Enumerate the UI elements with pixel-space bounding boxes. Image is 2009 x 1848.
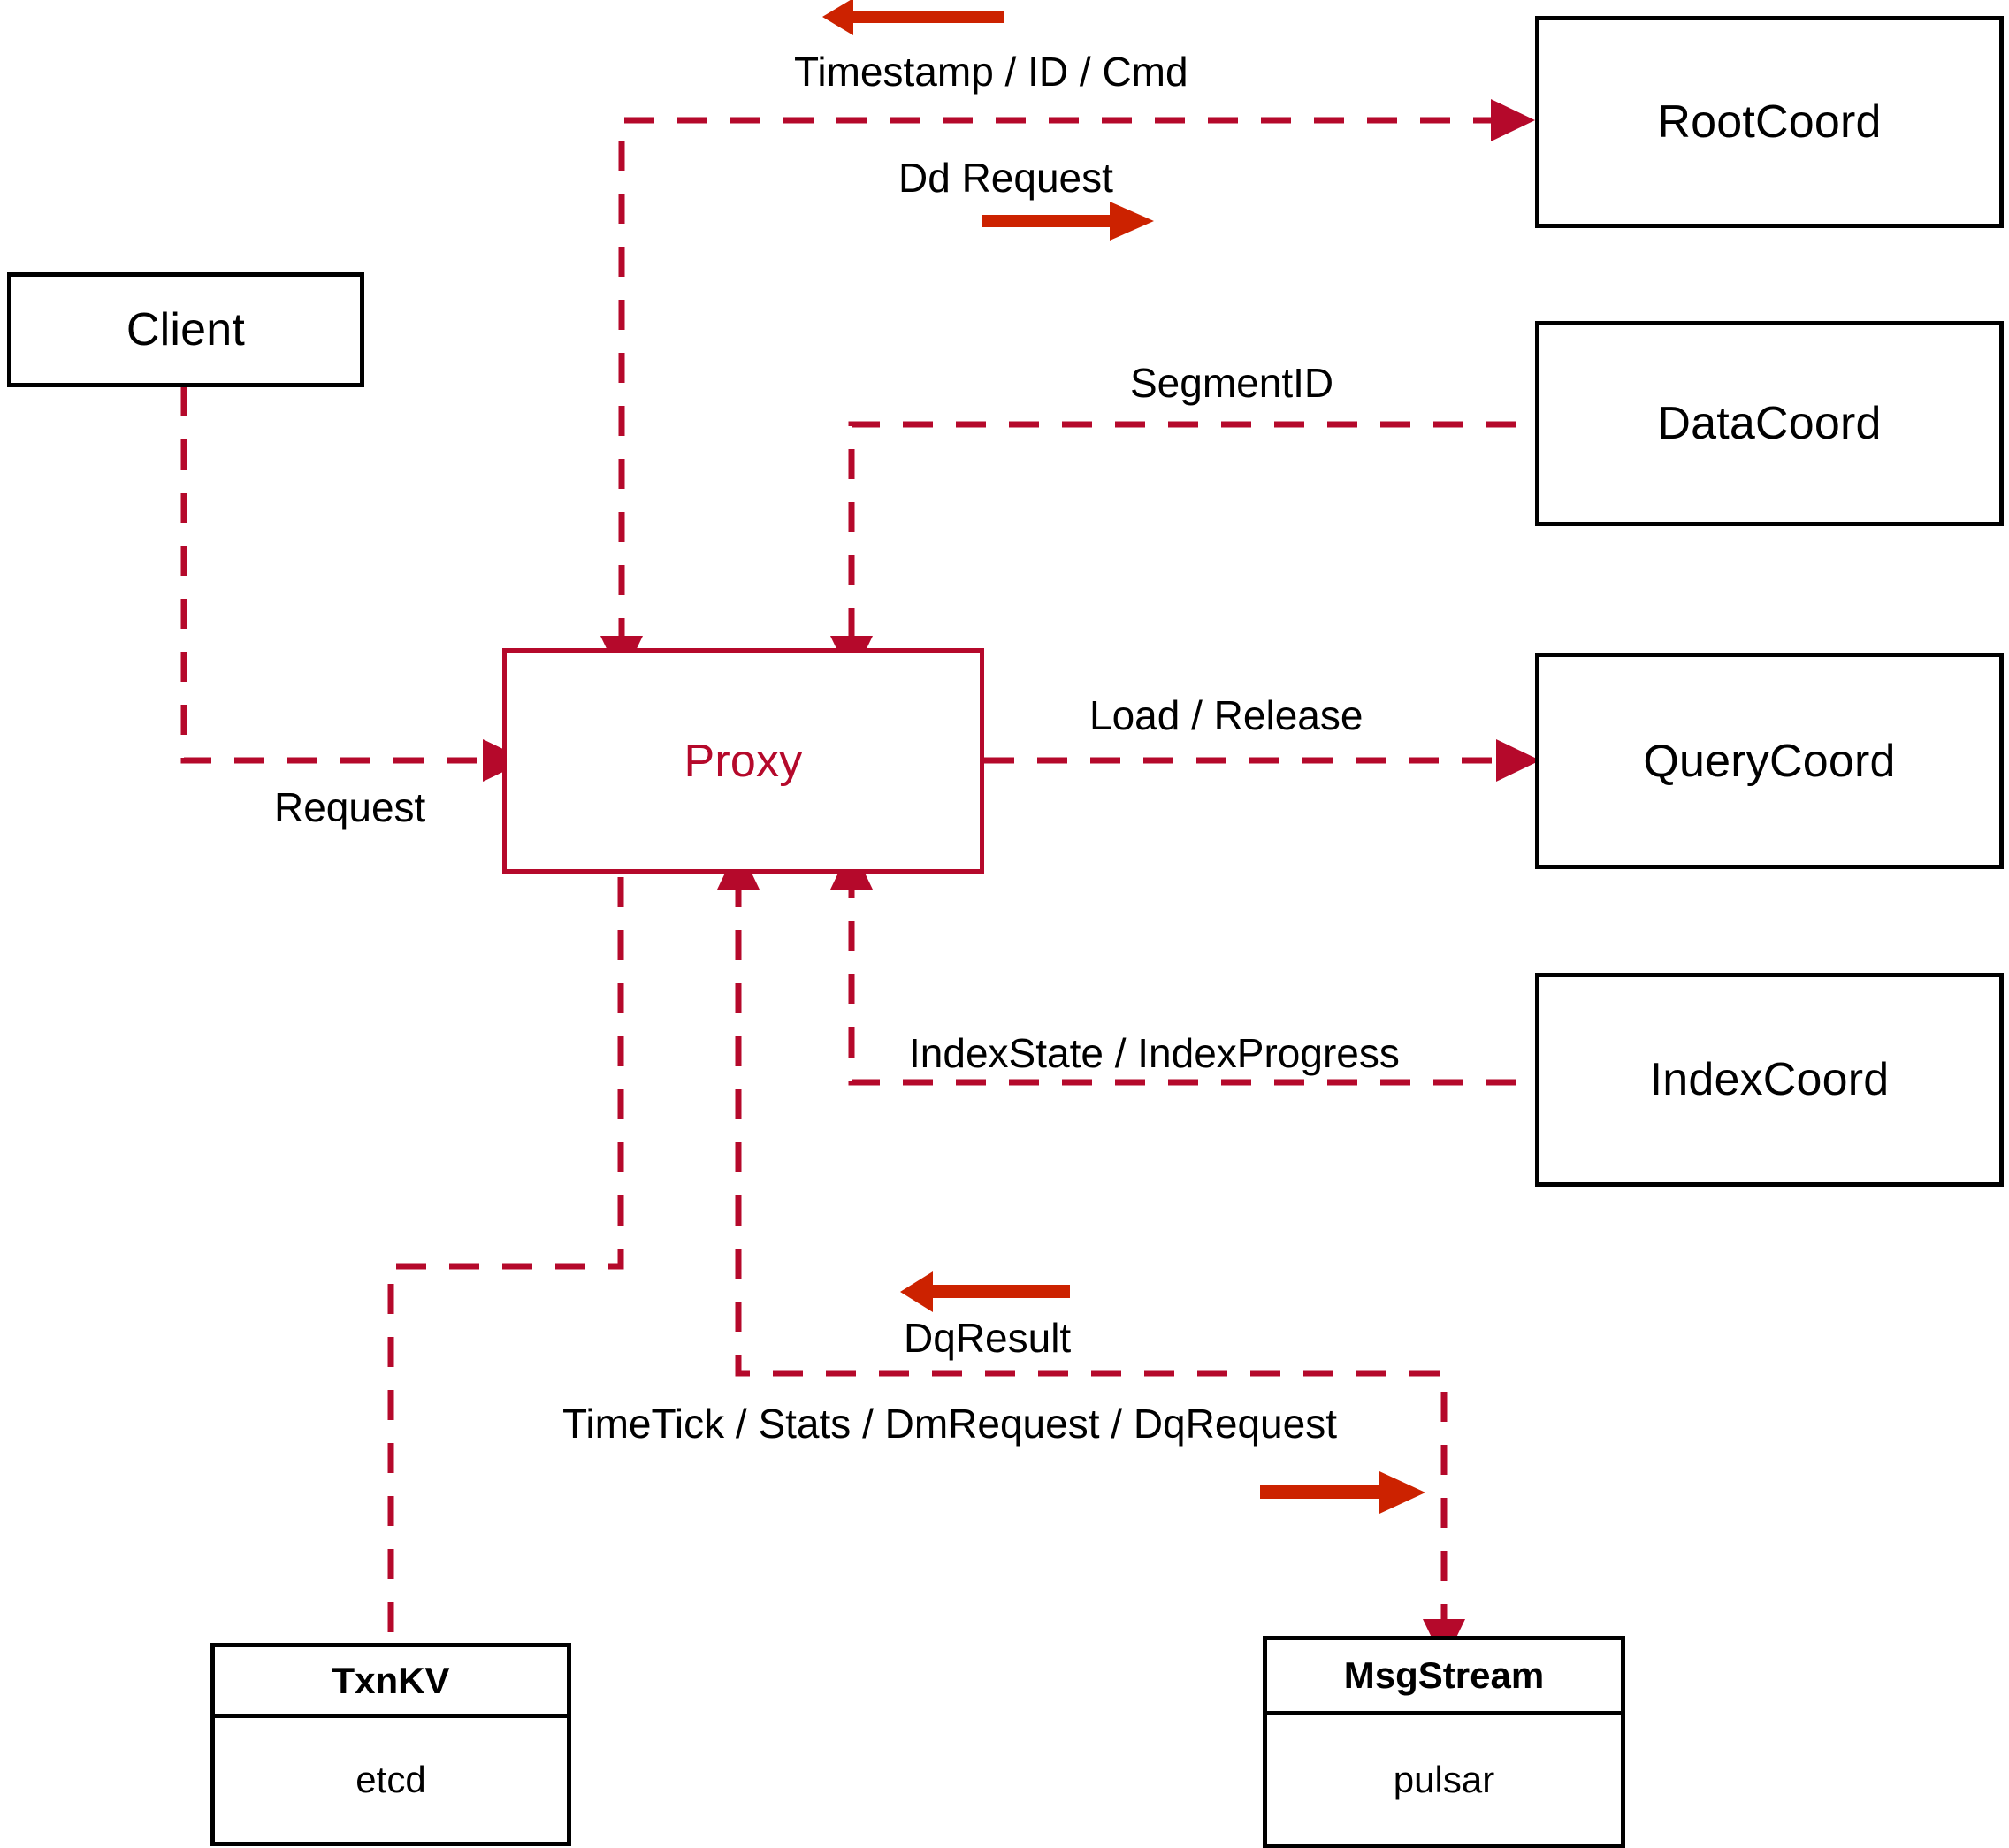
edge-label-index-state-progress: IndexState / IndexProgress: [909, 1030, 1400, 1076]
edge-proxy-msgstream: [717, 845, 1465, 1663]
edge-proxy-txnkv: [387, 877, 624, 1645]
bold-arrow-left-dqresult: [900, 1271, 1070, 1312]
edge-client-to-proxy: [180, 386, 527, 782]
node-rootcoord-label: RootCoord: [1657, 96, 1882, 148]
bold-arrow-left-timestamp: [822, 0, 1004, 35]
node-indexcoord[interactable]: IndexCoord: [1535, 973, 2004, 1187]
node-datacoord-label: DataCoord: [1657, 398, 1882, 449]
node-txnkv[interactable]: TxnKV etcd: [210, 1643, 571, 1846]
node-client-label: Client: [126, 304, 246, 355]
node-txnkv-impl: etcd: [355, 1759, 426, 1800]
edge-datacoord-to-proxy: [830, 421, 1516, 680]
node-msgstream[interactable]: MsgStream pulsar: [1263, 1636, 1625, 1848]
node-querycoord[interactable]: QueryCoord: [1535, 653, 2004, 869]
edge-label-timetick-stats: TimeTick / Stats / DmRequest / DqRequest: [562, 1401, 1337, 1447]
node-indexcoord-label: IndexCoord: [1649, 1054, 1890, 1105]
node-datacoord[interactable]: DataCoord: [1535, 321, 2004, 526]
edge-label-request: Request: [274, 784, 426, 830]
edge-proxy-querycoord: [984, 739, 1540, 782]
node-proxy-label: Proxy: [684, 735, 803, 787]
node-rootcoord[interactable]: RootCoord: [1535, 16, 2004, 228]
edge-label-segment-id: SegmentID: [1130, 360, 1334, 406]
edge-label-timestamp-id-cmd: Timestamp / ID / Cmd: [794, 49, 1188, 95]
bold-arrow-right-dd-request: [982, 202, 1154, 241]
edge-label-dd-request: Dd Request: [898, 155, 1113, 201]
bold-arrow-right-timetick: [1260, 1471, 1425, 1514]
edge-label-dq-result: DqResult: [904, 1315, 1072, 1361]
node-msgstream-title: MsgStream: [1267, 1640, 1621, 1715]
node-proxy[interactable]: Proxy: [502, 648, 984, 874]
node-client[interactable]: Client: [7, 272, 364, 387]
node-msgstream-impl: pulsar: [1393, 1758, 1495, 1800]
node-querycoord-label: QueryCoord: [1643, 735, 1896, 787]
edge-label-load-release: Load / Release: [1089, 692, 1364, 738]
node-txnkv-title: TxnKV: [215, 1647, 567, 1718]
